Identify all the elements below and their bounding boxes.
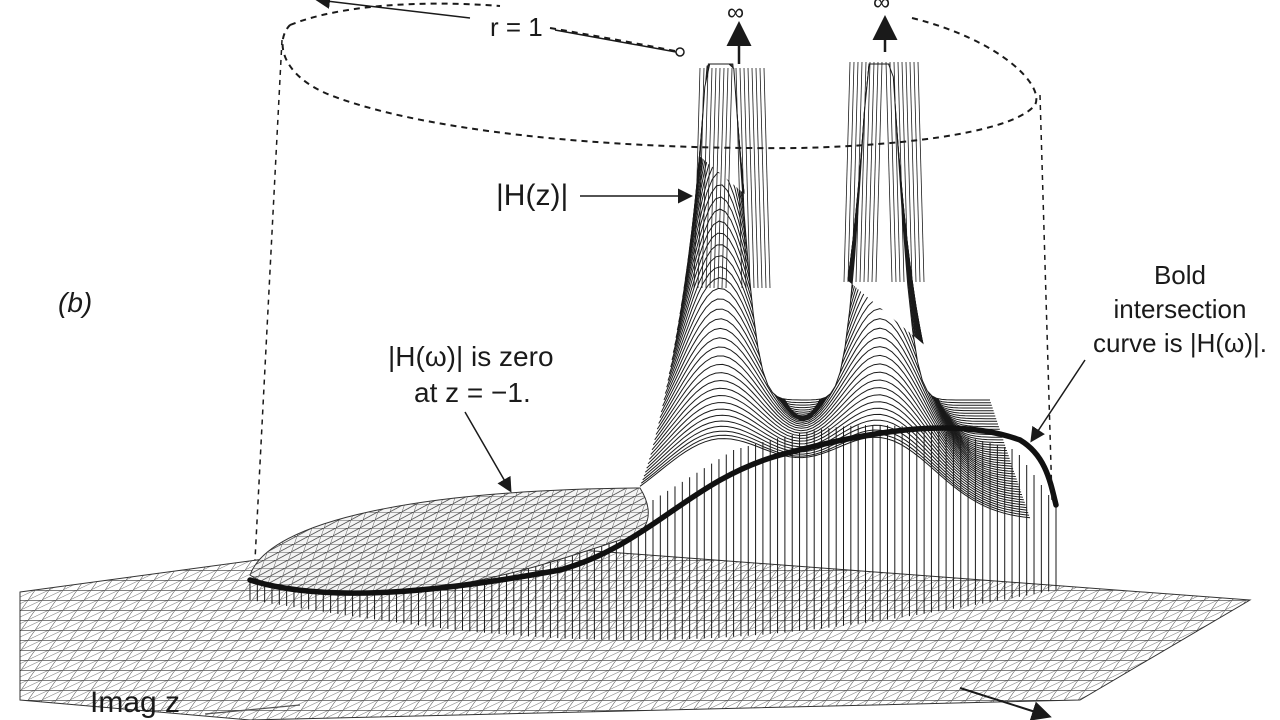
- spike-wall-line: [713, 67, 721, 289]
- spike-wall-line: [747, 67, 755, 289]
- spike-wall-line: [717, 67, 725, 289]
- surface-contour-line: [699, 63, 990, 401]
- surface-contour-line: [654, 371, 1021, 490]
- spike-wall-line: [893, 61, 901, 283]
- spike-wall-line: [735, 67, 743, 289]
- radius-indicator-line: [554, 29, 677, 53]
- spike-wall-line: [751, 67, 759, 289]
- imag-axis-label: Imag z: [90, 686, 180, 719]
- spike-wall-line: [743, 67, 751, 289]
- surface-contour-line: [648, 401, 1024, 501]
- hz-magnitude-surface: [639, 61, 1031, 519]
- zero-note-pointer-arrow: [464, 411, 512, 493]
- spike-wall-line: [693, 67, 701, 289]
- pole-left-infinity: ∞: [727, 0, 744, 26]
- bold-note-line2: intersection: [1114, 294, 1247, 324]
- spike-wall-line: [905, 61, 913, 283]
- spike-wall-line: [709, 67, 717, 289]
- pole-right-infinity: ∞: [873, 0, 890, 16]
- cylinder-right-dashed-edge: [1039, 94, 1053, 501]
- surface-contour-line: [651, 387, 1023, 496]
- surface-contour-line: [650, 394, 1023, 498]
- spike-wall-line: [917, 61, 925, 283]
- surface-contour-line: [660, 327, 1016, 477]
- spike-wall-line: [725, 67, 733, 289]
- spike-wall-line: [867, 61, 875, 283]
- spike-wall-line: [759, 67, 767, 289]
- radius-left-arrow: [315, 0, 471, 19]
- spike-wall-line: [721, 67, 729, 289]
- real-axis-arrow: [959, 687, 1052, 720]
- surface-contour-line: [646, 413, 1026, 506]
- spike-wall-line: [701, 67, 709, 289]
- spike-wall-line: [871, 61, 879, 283]
- spike-wall-line: [763, 67, 771, 289]
- surface-contour-line: [656, 354, 1019, 485]
- surface-contour-line: [640, 433, 1030, 516]
- spike-wall-line: [863, 61, 871, 283]
- surface-contour-line: [655, 363, 1020, 488]
- surface-contour-line: [644, 419, 1027, 509]
- surface-contour-line: [652, 379, 1022, 493]
- cylinder-left-dashed-edge: [254, 39, 283, 561]
- zero-note-line1: |H(ω)| is zero: [388, 341, 554, 372]
- surface-contour-line: [658, 346, 1018, 483]
- spike-wall-line: [705, 67, 713, 289]
- bold-note-line1: Bold: [1154, 260, 1206, 290]
- spike-wall-line: [755, 67, 763, 289]
- spike-wall-line: [859, 61, 867, 283]
- panel-label: (b): [58, 287, 92, 318]
- bold-note-pointer-arrow: [1030, 359, 1086, 443]
- spike-wall-line: [843, 61, 851, 283]
- radius-end-point: [675, 47, 685, 57]
- spike-wall-line: [885, 61, 893, 283]
- bold-intersection-curve: [247, 425, 1059, 596]
- spike-wall-line: [855, 61, 863, 283]
- spike-wall-line: [739, 67, 747, 289]
- unit-circle-dashed-ellipse: [281, 2, 1038, 150]
- spike-wall-line: [847, 61, 855, 283]
- hz-label: |H(z)|: [496, 179, 568, 212]
- spike-wall-line: [901, 61, 909, 283]
- spike-wall-line: [851, 61, 859, 283]
- spike-wall-line: [697, 67, 705, 289]
- imag-axis-pointer: [204, 704, 301, 715]
- surface-contour-line: [647, 407, 1025, 503]
- spike-wall-line: [875, 61, 883, 283]
- z-plane-ground-mesh: [19, 537, 1252, 720]
- spike-wall-line: [913, 61, 921, 283]
- spike-wall-line: [897, 61, 905, 283]
- spike-wall-line: [909, 61, 917, 283]
- surface-contour-line: [639, 436, 1031, 519]
- surface-contour-line: [659, 336, 1017, 480]
- bold-note-line3: curve is |H(ω)|.: [1093, 328, 1267, 358]
- spike-wall-line: [889, 61, 897, 283]
- zero-note-line2: at z = −1.: [414, 377, 531, 408]
- radius-label: r = 1: [490, 12, 543, 42]
